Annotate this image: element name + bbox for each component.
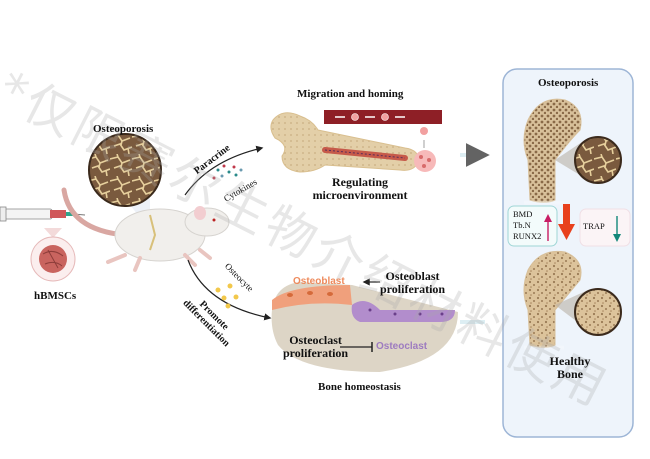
osteoblast-proliferation-label: Osteoblast proliferation [380,270,445,296]
marker-tbn: Tb.N [513,220,531,230]
hbmscs-label: hBMSCs [34,290,77,302]
osteoclast-proliferation-label: Osteoclast proliferation [283,334,348,360]
up-arrow-icon [544,214,552,241]
migration-label: Migration and homing [297,88,404,100]
healthy-line1: Healthy [549,354,591,368]
blood-vessel-icon [324,110,442,172]
down-arrow-icon [613,216,621,242]
hbmsc-cells-icon [30,228,76,282]
marker-runx2: RUNX2 [513,231,542,241]
long-bone-icon [270,112,419,173]
promote-arrow [187,259,272,321]
osteoporosis-label: Osteoporosis [93,123,154,135]
osteoclast-inhibit [340,342,373,352]
bone-homeostasis-label: Bone homeostasis [318,381,401,393]
rat-icon [61,187,230,272]
healthy-line2: Bone [556,367,583,381]
osteoclast-label: Osteoclast [376,341,428,352]
osteoblast-prolif-line1: Osteoblast [385,269,440,283]
osteocyte-icon [215,283,239,309]
bone-homeostasis-icon [271,282,458,372]
panel-title: Osteoporosis [538,77,599,89]
marker-bmd: BMD [513,209,533,219]
healthy-bone-label: Healthy Bone [540,355,600,381]
osteoblast-prolif-line2: proliferation [380,282,446,296]
healthy-femur-icon [523,250,622,350]
up-markers-list: BMD Tb.N RUNX2 [513,209,541,242]
regulating-line1: Regulating [331,175,388,189]
paracrine-arrow [184,145,264,196]
marker-trap: TRAP [583,221,605,231]
cytokines-icon [212,164,243,180]
osteoclast-prolif-line1: Osteoclast [289,333,342,347]
osteoblast-label: Osteoblast [293,276,345,287]
osteoporotic-femur-icon [523,98,622,205]
treatment-arrow-icon [558,204,575,240]
up-markers-box [507,205,558,247]
regulating-line2: microenvironment [312,188,408,202]
regulating-label: Regulating microenvironment [310,176,410,202]
osteoclast-prolif-line2: proliferation [283,346,349,360]
